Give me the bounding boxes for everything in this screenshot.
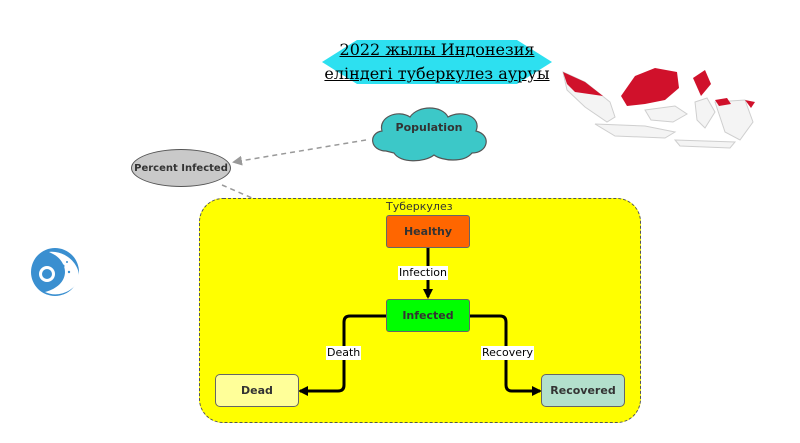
infection-edge-label: Infection bbox=[398, 266, 448, 280]
population-label: Population bbox=[395, 121, 463, 134]
infected-node[interactable]: Infected bbox=[386, 299, 470, 332]
container-label: Туберкулез bbox=[386, 200, 453, 213]
title-background bbox=[322, 40, 552, 84]
recovered-label: Recovered bbox=[550, 384, 616, 397]
population-node[interactable] bbox=[364, 103, 494, 163]
healthy-label: Healthy bbox=[403, 225, 453, 238]
death-edge-label: Death bbox=[326, 346, 362, 360]
recovered-node[interactable]: Recovered bbox=[541, 374, 625, 407]
edge-percent-to-container bbox=[221, 184, 253, 199]
infected-label: Infected bbox=[402, 309, 454, 322]
dead-node[interactable]: Dead bbox=[215, 374, 299, 407]
edge-population-to-percent bbox=[232, 139, 367, 166]
percent-infected-label: Percent Infected bbox=[134, 162, 228, 174]
recovery-edge-label: Recovery bbox=[481, 346, 535, 360]
title-line-2: еліндегі туберкулез ауруы bbox=[324, 64, 550, 83]
percent-infected-node[interactable]: Percent Infected bbox=[131, 149, 231, 187]
healthy-node[interactable]: Healthy bbox=[386, 215, 470, 248]
dead-label: Dead bbox=[241, 384, 273, 397]
title-line-1: 2022 жылы Индонезия bbox=[339, 40, 535, 59]
diagram-title: 2022 жылы Индонезия еліндегі туберкулез … bbox=[312, 36, 562, 88]
